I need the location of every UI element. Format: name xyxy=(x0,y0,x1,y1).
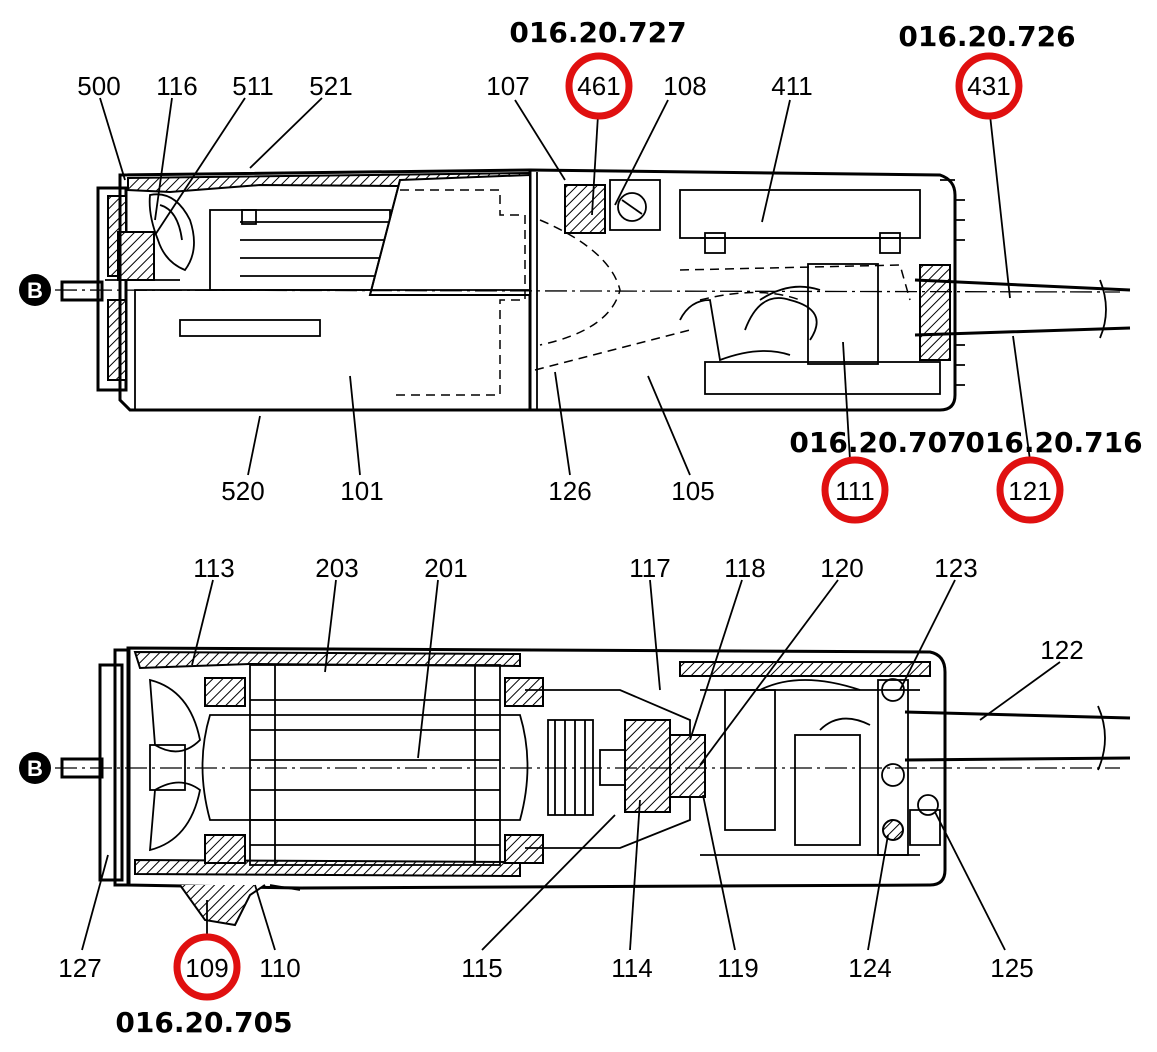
part-number: 126 xyxy=(548,476,591,506)
order-code: 016.20.727 xyxy=(509,16,686,49)
part-number: 203 xyxy=(315,553,358,583)
part-number: 114 xyxy=(611,953,652,983)
part-number: 500 xyxy=(77,71,120,101)
order-code: 016.20.716 xyxy=(965,426,1142,459)
part-number: 123 xyxy=(934,553,977,583)
part-number: 105 xyxy=(671,476,714,506)
part-number: 110 xyxy=(259,953,300,983)
top-end-cap xyxy=(96,186,155,392)
part-number: 201 xyxy=(424,553,467,583)
top-cross-section: B 500 116 511 521 107 461 xyxy=(19,16,1143,524)
top-highlight-rings xyxy=(565,52,1064,524)
order-code: 016.20.726 xyxy=(898,20,1075,53)
order-code: 016.20.707 xyxy=(789,426,966,459)
part-number: 107 xyxy=(486,71,529,101)
part-number: 411 xyxy=(771,71,812,101)
part-number: 117 xyxy=(629,553,670,583)
part-number: 127 xyxy=(58,953,101,983)
part-number: 521 xyxy=(309,71,352,101)
highlight-ring xyxy=(955,52,1023,120)
part-number: 119 xyxy=(717,953,758,983)
bottom-part-numbers: 113 203 201 117 118 120 123 122 127 109 … xyxy=(58,553,1083,983)
highlight-ring xyxy=(173,933,241,1001)
part-number: 116 xyxy=(156,71,197,101)
part-number: 431 xyxy=(967,71,1010,101)
bottom-cross-section: B 113 203 201 117 118 xyxy=(19,553,1131,1039)
marker-letter: B xyxy=(27,756,43,781)
marker-letter: B xyxy=(27,278,43,303)
part-number: 109 xyxy=(185,953,228,983)
part-number: 115 xyxy=(461,953,502,983)
part-number: 111 xyxy=(835,476,875,506)
top-housing xyxy=(54,168,1131,412)
top-leader-lines xyxy=(99,97,1031,476)
part-number: 101 xyxy=(340,476,383,506)
part-number: 118 xyxy=(724,553,765,583)
shaft-marker-top: B xyxy=(19,274,51,306)
highlight-ring xyxy=(821,456,889,524)
part-number: 113 xyxy=(193,553,234,583)
bottom-leader-lines xyxy=(81,579,1061,951)
top-order-codes: 016.20.727 016.20.726 016.20.707 016.20.… xyxy=(509,16,1142,459)
highlight-ring xyxy=(996,456,1064,524)
part-number: 125 xyxy=(990,953,1033,983)
top-part-numbers: 500 116 511 521 107 461 108 411 431 520 … xyxy=(77,71,1051,506)
part-number: 124 xyxy=(848,953,891,983)
part-number: 461 xyxy=(577,71,620,101)
part-number: 120 xyxy=(820,553,863,583)
part-number: 108 xyxy=(663,71,706,101)
highlight-ring xyxy=(565,52,633,120)
part-number: 121 xyxy=(1008,476,1051,506)
part-number: 511 xyxy=(232,71,273,101)
shaft-marker-bottom: B xyxy=(19,752,51,784)
part-number: 122 xyxy=(1040,635,1083,665)
order-code: 016.20.705 xyxy=(115,1006,292,1039)
part-number: 520 xyxy=(221,476,264,506)
